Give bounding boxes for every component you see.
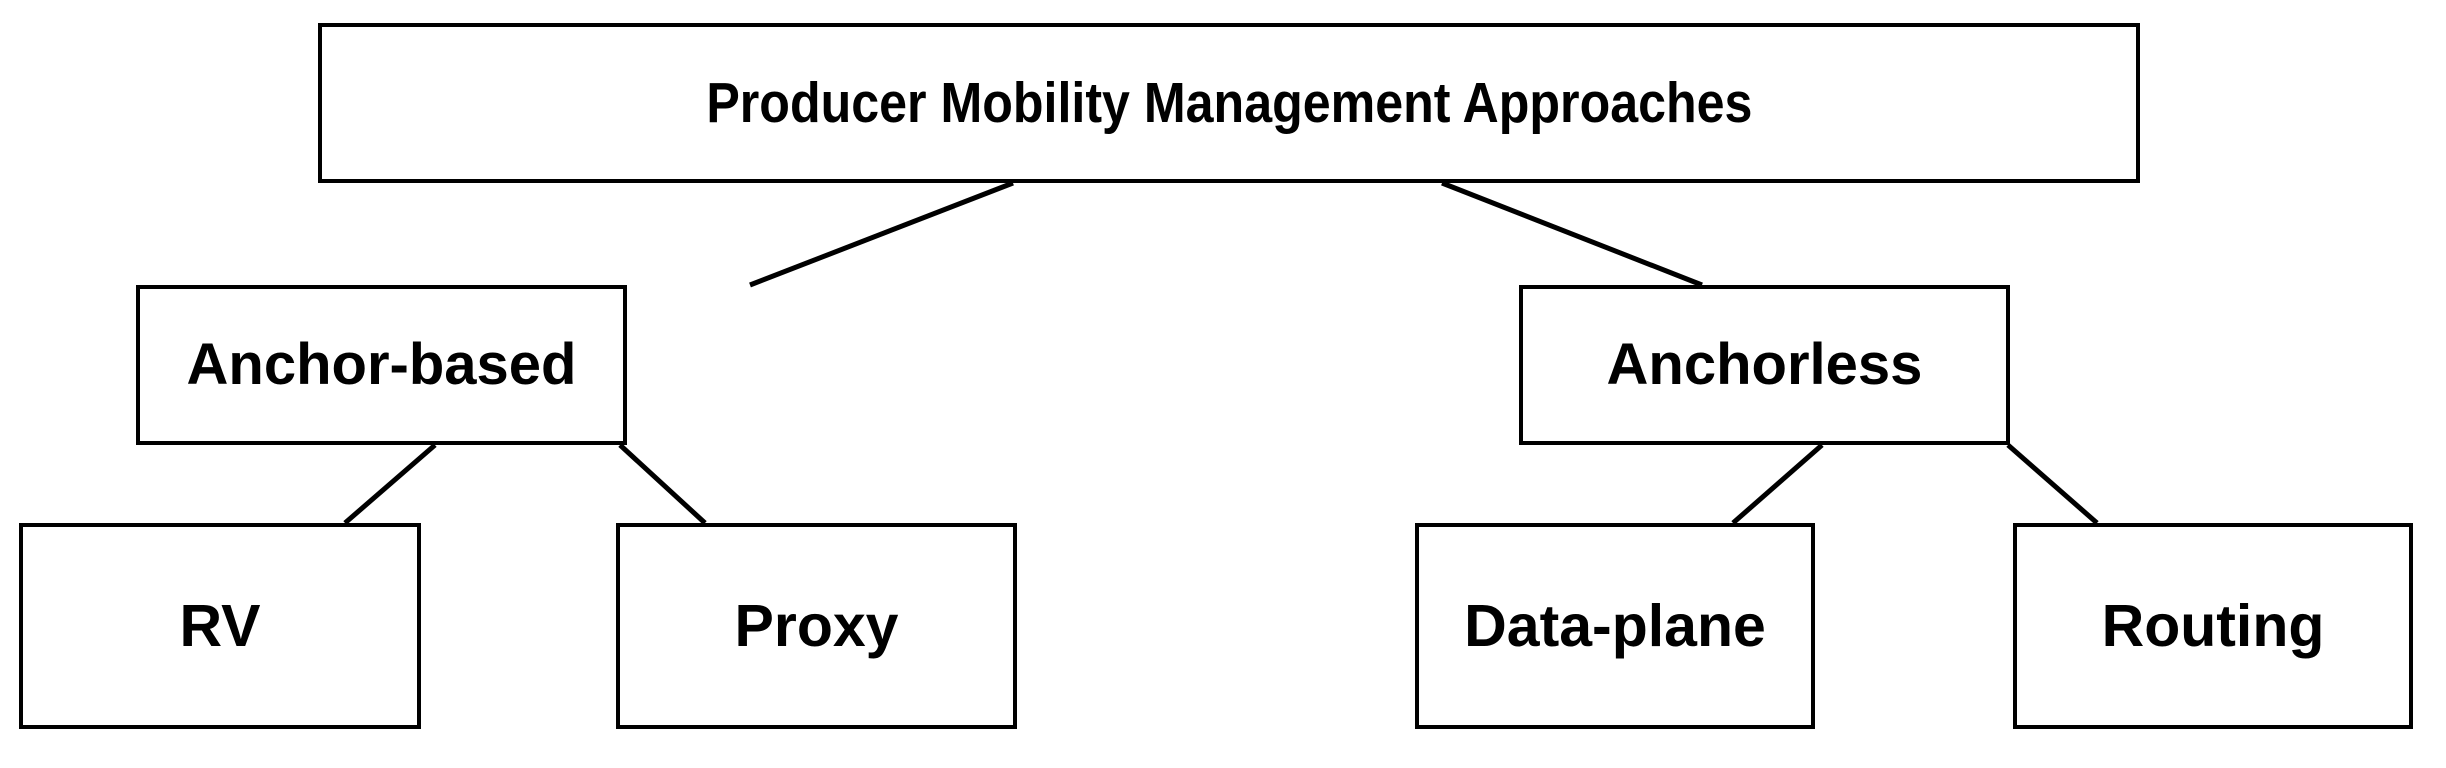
node-anchorless[interactable]: Anchorless xyxy=(1519,285,2010,445)
node-routing[interactable]: Routing xyxy=(2013,523,2413,729)
edge-anchorless-to-data-plane xyxy=(1731,443,1824,525)
edge-anchor-based-to-proxy xyxy=(618,443,707,525)
node-root[interactable]: Producer Mobility Management Approaches xyxy=(318,23,2140,183)
edge-anchorless-to-routing xyxy=(2006,443,2099,525)
node-anchor-based-label: Anchor-based xyxy=(186,332,577,397)
node-rv[interactable]: RV xyxy=(19,523,421,729)
node-data-plane-label: Data-plane xyxy=(1464,592,1766,659)
node-anchor-based[interactable]: Anchor-based xyxy=(136,285,627,445)
node-anchorless-label: Anchorless xyxy=(1606,332,1923,397)
node-proxy-label: Proxy xyxy=(734,592,899,659)
node-data-plane[interactable]: Data-plane xyxy=(1415,523,1815,729)
node-proxy[interactable]: Proxy xyxy=(616,523,1017,729)
edge-root-to-anchor-based xyxy=(749,180,1014,288)
node-rv-label: RV xyxy=(179,592,261,659)
edge-anchor-based-to-rv xyxy=(343,443,437,525)
edge-root-to-anchorless xyxy=(1441,180,1703,288)
node-root-label: Producer Mobility Management Approaches xyxy=(705,70,1753,135)
node-routing-label: Routing xyxy=(2101,592,2325,659)
